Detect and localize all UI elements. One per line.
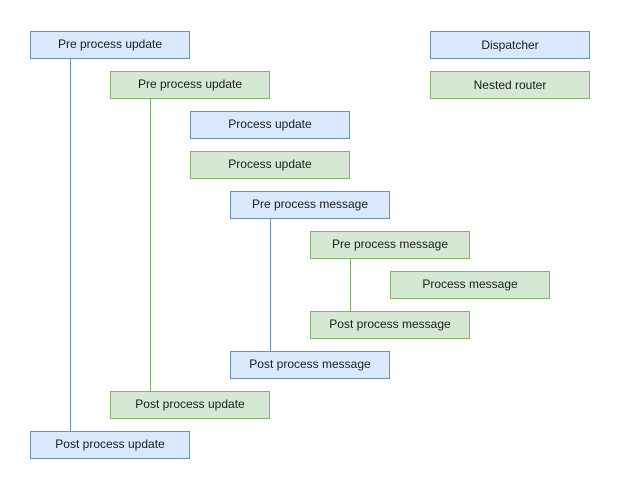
legend-item-label: Nested router <box>473 78 547 92</box>
legend-item-router[interactable]: Nested router <box>430 71 590 99</box>
node-label: Post process message <box>249 357 371 372</box>
node-label: Process message <box>422 277 518 292</box>
node-label: Process update <box>228 157 312 172</box>
node-label: Pre process message <box>251 197 369 212</box>
node-n11[interactable]: Post process update <box>30 431 190 459</box>
node-n2[interactable]: Pre process update <box>110 71 270 99</box>
node-n3[interactable]: Process update <box>190 111 350 139</box>
node-n10[interactable]: Post process update <box>110 391 270 419</box>
node-n5[interactable]: Pre process message <box>230 191 390 219</box>
node-label: Pre process message <box>331 237 449 252</box>
connector-n1-to-n11 <box>70 59 71 431</box>
node-label: Post process update <box>55 437 165 452</box>
node-label: Process update <box>228 117 312 132</box>
connector-n2-to-n10 <box>150 99 151 391</box>
node-label: Pre process update <box>57 37 163 52</box>
node-n8[interactable]: Post process message <box>310 311 470 339</box>
node-n4[interactable]: Process update <box>190 151 350 179</box>
connector-n6-to-n8 <box>350 259 351 311</box>
node-label: Pre process update <box>137 77 243 92</box>
node-n7[interactable]: Process message <box>390 271 550 299</box>
node-n6[interactable]: Pre process message <box>310 231 470 259</box>
node-n1[interactable]: Pre process update <box>30 31 190 59</box>
node-n9[interactable]: Post process message <box>230 351 390 379</box>
legend-item-dispatcher[interactable]: Dispatcher <box>430 31 590 59</box>
legend-item-label: Dispatcher <box>481 38 539 52</box>
node-label: Post process message <box>329 317 451 332</box>
connector-n5-to-n9 <box>270 219 271 351</box>
node-label: Post process update <box>135 397 245 412</box>
